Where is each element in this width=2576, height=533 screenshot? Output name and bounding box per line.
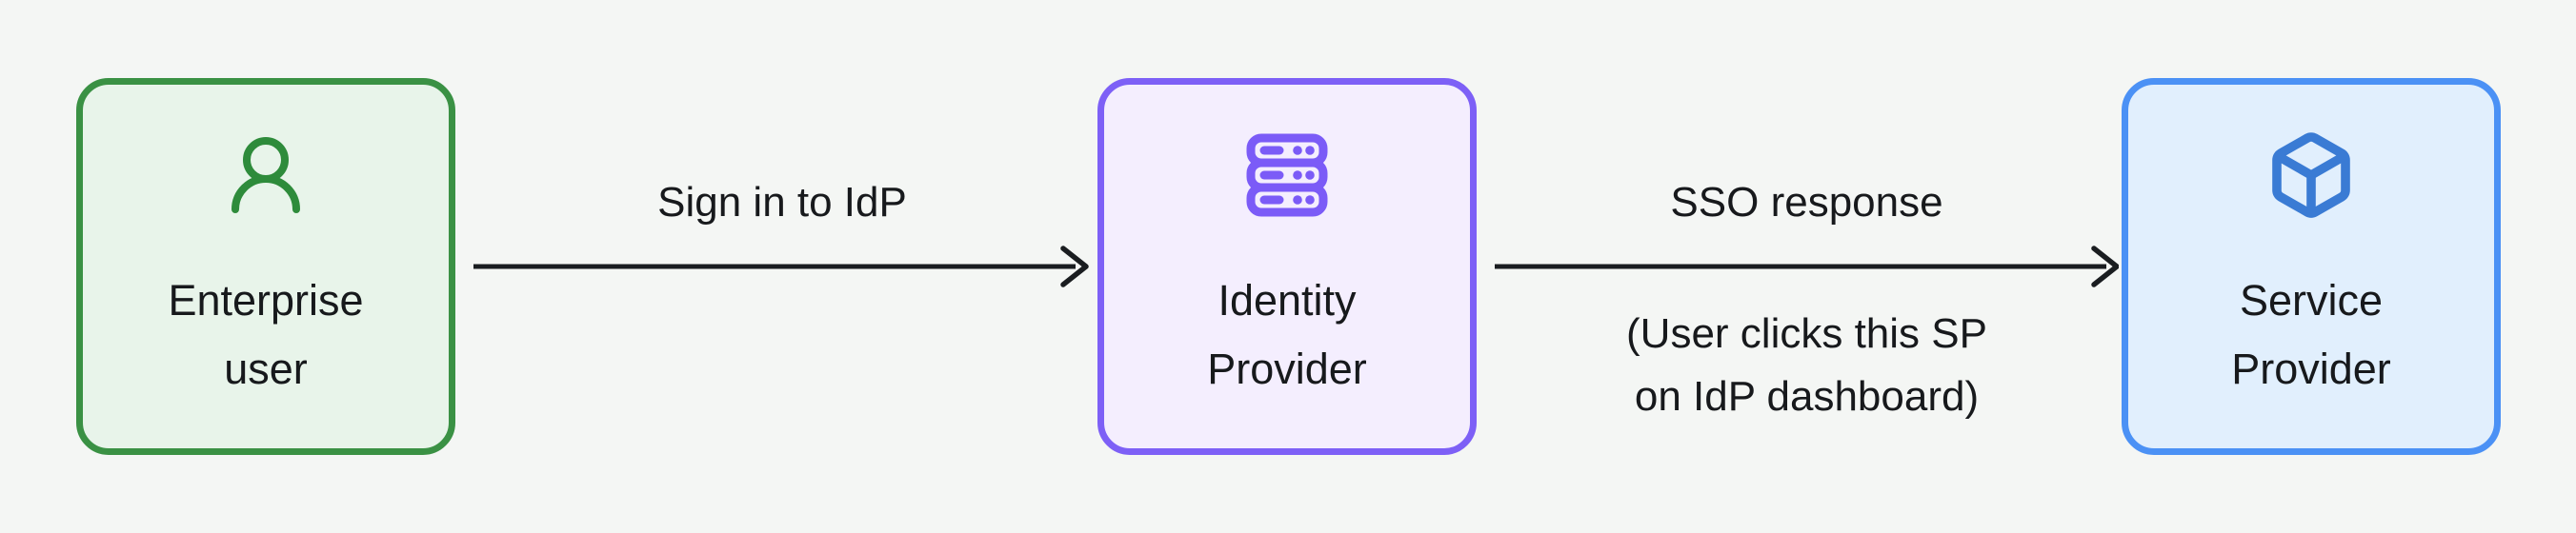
server-rack-icon bbox=[1241, 129, 1333, 221]
node-label-line2: Provider bbox=[2231, 345, 2391, 393]
edge-label-sso-response: SSO response bbox=[1670, 179, 1943, 226]
node-label-line1: Service bbox=[2239, 276, 2384, 325]
user-icon bbox=[220, 129, 312, 221]
node-label-line1: Enterprise bbox=[168, 276, 364, 325]
edge-sublabel-line2: on IdP dashboard) bbox=[1634, 373, 1980, 420]
edge-sublabel-sso-note: (User clicks this SP on IdP dashboard) bbox=[1495, 303, 2119, 428]
edge-sublabel-line1: (User clicks this SP bbox=[1626, 310, 1987, 357]
cube-icon bbox=[2265, 129, 2357, 221]
node-label: Enterprise user bbox=[168, 266, 363, 404]
edge-label-sign-in: Sign in to IdP bbox=[657, 179, 907, 226]
node-enterprise-user: Enterprise user bbox=[76, 78, 455, 455]
node-service-provider: Service Provider bbox=[2122, 78, 2501, 455]
arrow-right-icon bbox=[473, 246, 1089, 287]
node-label: Identity Provider bbox=[1207, 266, 1367, 404]
node-label: Service Provider bbox=[2231, 266, 2391, 404]
node-label-line1: Identity bbox=[1218, 276, 1357, 325]
node-label-line2: Provider bbox=[1207, 345, 1367, 393]
node-identity-provider: Identity Provider bbox=[1097, 78, 1477, 455]
arrow-right-icon bbox=[1495, 246, 2119, 287]
node-label-line2: user bbox=[224, 345, 308, 393]
